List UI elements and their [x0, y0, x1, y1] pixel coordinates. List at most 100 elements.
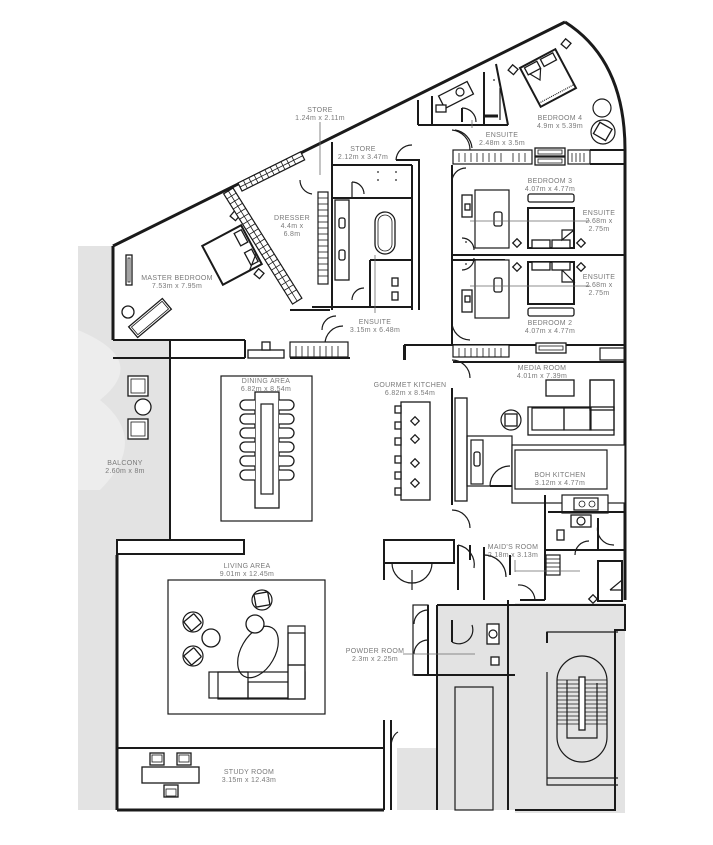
label-powder-room-size: 2.3m x 2.25m [352, 656, 398, 663]
side-table-icon [592, 98, 612, 118]
label-bedroom2-name: BEDROOM 2 [528, 320, 573, 327]
bed-icon [200, 223, 264, 287]
dining-area [220, 375, 313, 522]
label-boh-kitchen-size: 3.12m x 4.77m [535, 480, 585, 487]
label-master-ensuite-name: ENSUITE [359, 319, 391, 326]
label-bedroom2-ensuite-size1: 2.68m x [586, 282, 613, 289]
leader-lines [319, 120, 473, 313]
label-store-large-name: STORE [350, 146, 376, 153]
dresser-wardrobe [222, 150, 330, 311]
label-dining-area-size: 6.82m x 8.54m [241, 386, 291, 393]
label-dresser-size2: 6.8m [284, 231, 301, 238]
nightstand-icon [253, 267, 265, 280]
label-bedroom2-size: 4.07m x 4.77m [525, 328, 575, 335]
label-dining-area-name: DINING AREA [242, 378, 290, 385]
door-swing-icon [324, 325, 344, 345]
sofa-icon [527, 379, 615, 436]
bed-icon [597, 560, 623, 602]
bathtub-icon [374, 211, 396, 255]
armchair-icon [182, 589, 273, 667]
wardrobe-icon [237, 150, 306, 192]
label-bedroom3-ensuite-size1: 2.68m x [586, 218, 613, 225]
label-master-ensuite-size: 3.15m x 6.48m [350, 327, 400, 334]
label-master-bedroom-size: 7.53m x 7.95m [152, 283, 202, 290]
kitchen-island [400, 401, 431, 501]
wardrobe-icon [222, 187, 303, 305]
corridor-wardrobe [289, 341, 406, 360]
label-store-small-size: 1.24m x 2.11m [295, 115, 345, 122]
lift-core [436, 631, 618, 811]
master-ensuite [312, 142, 420, 331]
label-living-area-name: LIVING AREA [224, 563, 271, 570]
toilet-icon [490, 656, 500, 666]
label-bedroom4-ensuite-name: ENSUITE [486, 132, 518, 139]
side-table-icon [201, 628, 221, 648]
toilet-icon [391, 277, 399, 287]
armchair-icon [592, 121, 613, 142]
label-boh-kitchen-name: BOH KITCHEN [534, 472, 585, 479]
bedroom-wardrobes [452, 147, 625, 166]
chair-icon [127, 418, 149, 440]
chair-icon [127, 375, 149, 397]
balcony-area [78, 246, 170, 810]
bed-icon [527, 261, 576, 317]
central-walls [383, 345, 515, 676]
bedroom-4 [417, 37, 616, 149]
gourmet-kitchen [394, 388, 513, 529]
label-bedroom4-ensuite-size: 2.48m x 3.5m [479, 140, 525, 147]
label-bedroom2-ensuite-size2: 2.75m [589, 290, 610, 297]
door-swing-icon [299, 179, 313, 195]
label-study-room-name: STUDY ROOM [224, 769, 274, 776]
master-bedroom [113, 209, 344, 359]
bedrooms-2-3 [451, 129, 625, 345]
side-table-icon [134, 398, 152, 416]
label-balcony-size: 2.60m x 8m [105, 468, 145, 475]
label-store-large-size: 2.12m x 3.47m [338, 154, 388, 161]
label-bedroom3-ensuite-size2: 2.75m [589, 226, 610, 233]
chair-icon [163, 784, 179, 798]
powder-room [403, 600, 509, 675]
label-gourmet-kitchen-size: 6.82m x 8.54m [385, 390, 435, 397]
wardrobe-icon [317, 191, 329, 285]
label-maids-room-name: MAID'S ROOM [488, 544, 539, 551]
label-bedroom3-ensuite-name: ENSUITE [583, 210, 615, 217]
label-gourmet-kitchen-name: GOURMET KITCHEN [374, 382, 447, 389]
chaise-lounge-icon [127, 297, 173, 339]
label-study-room-size: 3.15m x 12.43m [222, 777, 276, 784]
cooktop-icon [409, 415, 421, 489]
toilet-icon [391, 291, 399, 301]
media-room [404, 342, 626, 520]
label-master-bedroom-name: MASTER BEDROOM [141, 275, 212, 282]
bed-icon [527, 193, 575, 249]
toilet-icon [556, 529, 565, 541]
label-powder-room-name: POWDER ROOM [346, 648, 405, 655]
sink-icon [486, 623, 500, 645]
armchair-icon [504, 413, 518, 427]
stool-icon [394, 405, 402, 496]
boh-kitchen [511, 444, 626, 600]
label-bedroom3-size: 4.07m x 4.77m [525, 186, 575, 193]
study-room [141, 731, 399, 798]
label-bedroom3-name: BEDROOM 3 [528, 178, 573, 185]
label-bedroom4-name: BEDROOM 4 [538, 115, 583, 122]
label-bedroom4-size: 4.9m x 5.39m [537, 123, 583, 130]
desk-icon [141, 766, 200, 784]
coffee-table-icon [545, 379, 575, 397]
watermark [78, 330, 125, 490]
label-media-room-name: MEDIA ROOM [518, 365, 567, 372]
side-table-icon [121, 305, 135, 319]
chair-icon [239, 399, 295, 481]
label-balcony-name: BALCONY [107, 460, 143, 467]
label-store-small-name: STORE [307, 107, 333, 114]
living-area [116, 539, 326, 715]
coffee-table-icon [237, 625, 279, 679]
staircase-icon [556, 655, 608, 763]
room-labels: STORE 1.24m x 2.11m STORE 2.12m x 3.47m … [105, 107, 615, 784]
label-living-area-size: 9.01m x 12.45m [220, 571, 274, 578]
balcony-furniture [127, 375, 152, 440]
bed-icon [518, 47, 578, 109]
label-dresser-name: DRESSER [274, 215, 310, 222]
label-maids-room-size: 2.18m x 3.13m [488, 552, 538, 559]
toilet-icon [435, 104, 447, 113]
